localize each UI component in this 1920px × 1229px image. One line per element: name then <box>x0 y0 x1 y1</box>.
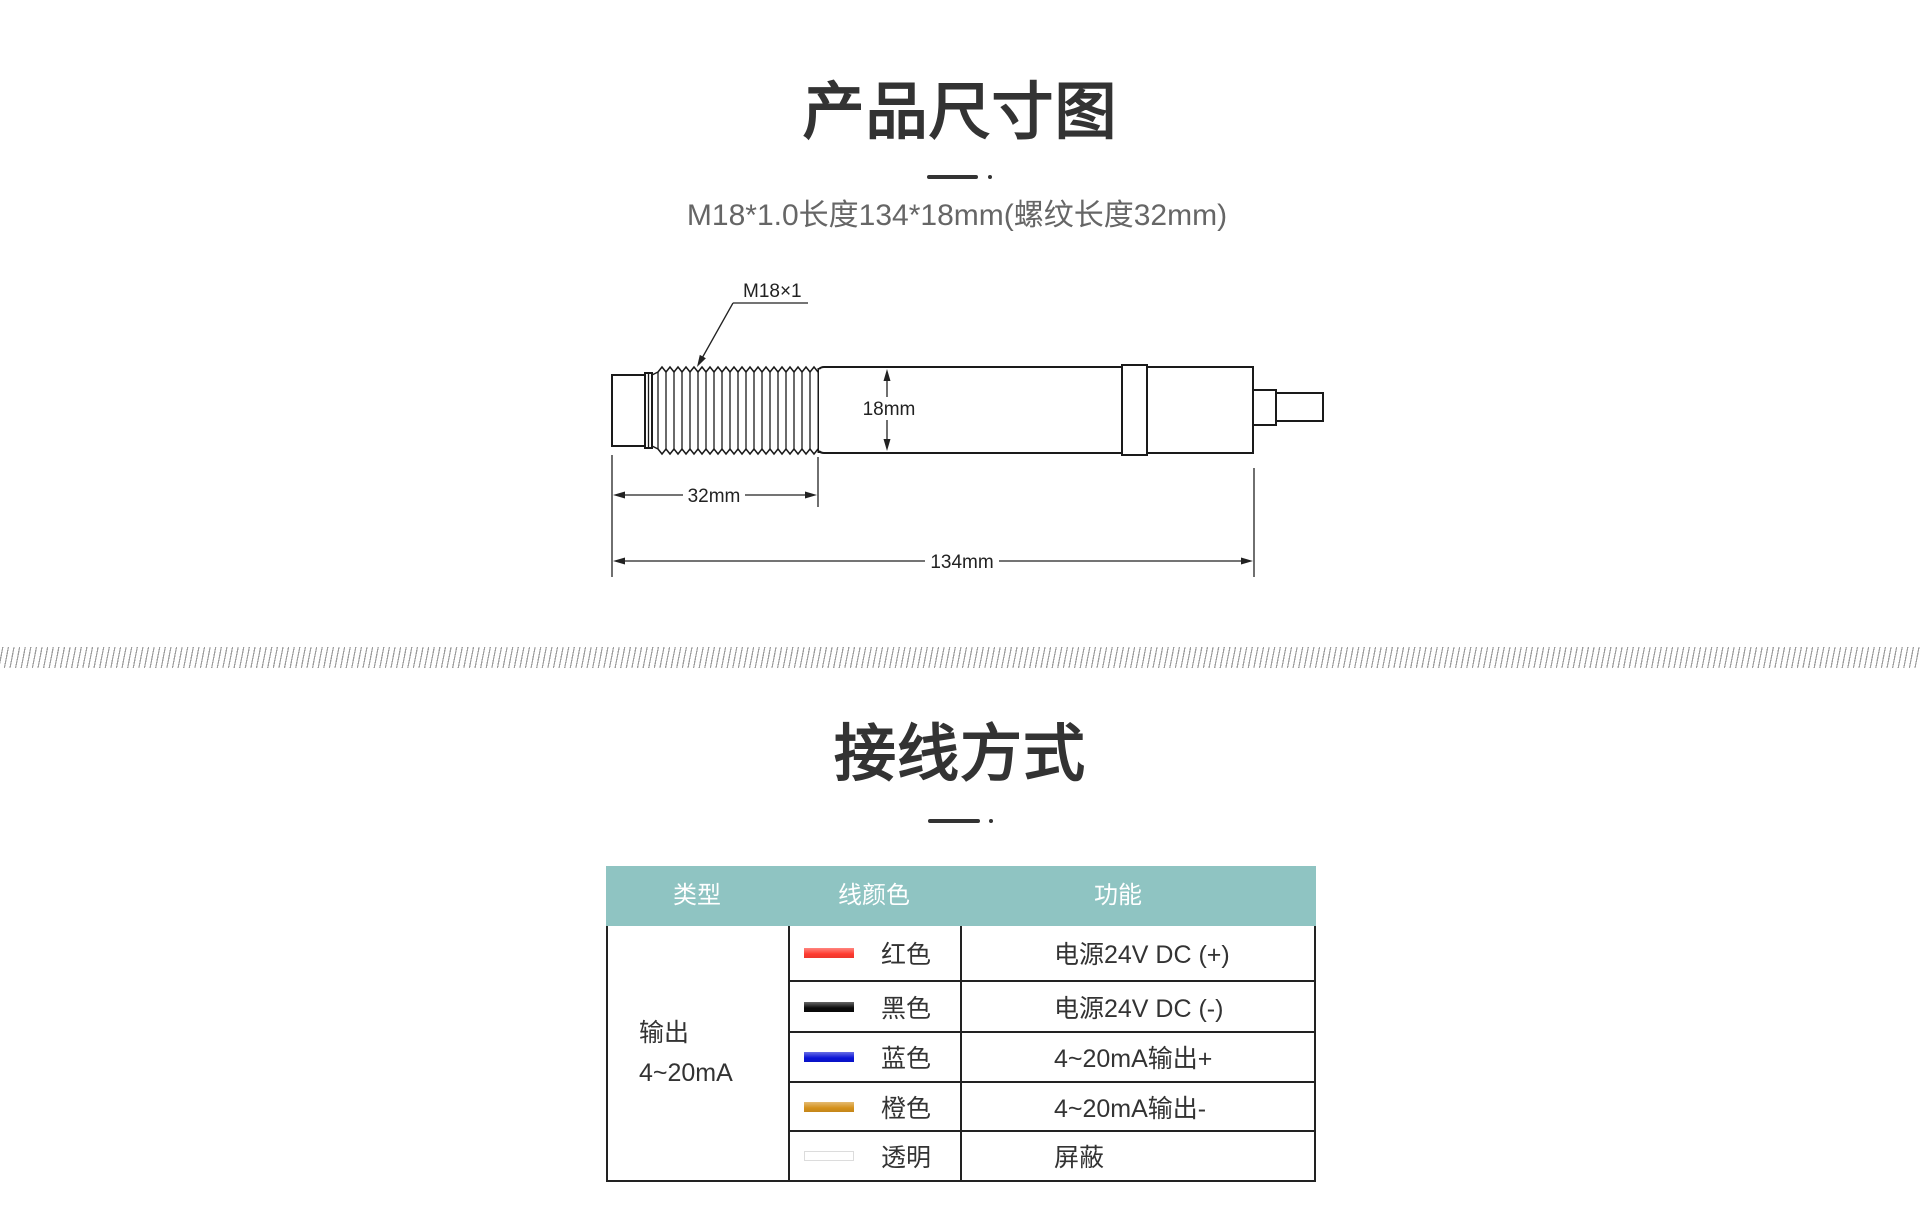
wire-color-cell: 透明 <box>788 1132 960 1180</box>
function-cell: 电源24V DC (-) <box>960 982 1314 1033</box>
wire-color-cell: 蓝色 <box>788 1033 960 1083</box>
header-type: 类型 <box>673 882 721 909</box>
sensor-dimension-drawing: M18×1 18mm 32mm 134mm <box>611 281 1324 577</box>
wiring-table-body: 输出 4~20mA 红色 电源24V DC (+) 黑色 电源24V DC (-… <box>606 926 1316 1182</box>
arrow-left-icon <box>613 491 625 499</box>
type-line-1: 输出 <box>639 1019 690 1047</box>
probe-tip <box>611 374 646 447</box>
function-text: 屏蔽 <box>1054 1144 1105 1172</box>
title-divider-bar <box>927 175 978 179</box>
type-cell: 输出 4~20mA <box>608 926 788 1180</box>
function-cell: 4~20mA输出+ <box>960 1033 1314 1083</box>
dimension-lines <box>611 302 1255 577</box>
wire-color-cell: 橙色 <box>788 1083 960 1132</box>
wire-color-name: 红色 <box>881 941 932 969</box>
thread-length-label: 32mm <box>688 486 741 507</box>
diameter-label: 18mm <box>863 399 916 420</box>
clear-wire-swatch-icon <box>804 1151 854 1161</box>
wire-color-cell: 黑色 <box>788 982 960 1033</box>
wiring-table-header: 类型 线颜色 功能 <box>606 866 1316 926</box>
dimensions-subtitle: M18*1.0长度134*18mm(螺纹长度32mm) <box>686 199 1228 232</box>
function-text: 4~20mA输出+ <box>1054 1045 1213 1073</box>
black-wire-swatch-icon <box>804 1001 854 1012</box>
total-length-label: 134mm <box>930 552 993 573</box>
header-wire-color: 线颜色 <box>838 882 910 909</box>
orange-wire-swatch-icon <box>804 1101 854 1112</box>
blue-wire-swatch-icon <box>804 1052 854 1062</box>
function-cell: 4~20mA输出- <box>960 1083 1314 1132</box>
arrow-right-icon <box>1241 557 1253 565</box>
function-text: 电源24V DC (+) <box>1054 941 1230 969</box>
cable-stub <box>1275 392 1324 422</box>
dimensions-title: 产品尺寸图 <box>802 78 1118 147</box>
title-divider-dot <box>988 175 992 179</box>
arrow-down-icon <box>883 439 891 451</box>
function-text: 电源24V DC (-) <box>1054 994 1224 1023</box>
wiring-title: 接线方式 <box>833 720 1086 789</box>
leader-arrow-icon <box>697 354 706 367</box>
title-divider-dot <box>989 819 993 823</box>
sensor-outline <box>611 364 1324 456</box>
wire-color-name: 黑色 <box>881 994 932 1023</box>
function-cell: 电源24V DC (+) <box>960 926 1314 982</box>
header-function: 功能 <box>1094 882 1142 909</box>
arrow-up-icon <box>883 369 891 381</box>
striped-separator <box>0 647 1920 668</box>
title-divider-bar <box>928 819 980 823</box>
wire-color-cell: 红色 <box>788 926 960 982</box>
cable-gland <box>1252 389 1277 426</box>
function-cell: 屏蔽 <box>960 1132 1314 1180</box>
arrowheads <box>613 354 1253 565</box>
arrow-left-icon <box>613 557 625 565</box>
wire-color-name: 橙色 <box>881 1094 932 1123</box>
function-text: 4~20mA输出- <box>1054 1094 1207 1123</box>
wire-color-name: 透明 <box>881 1144 932 1172</box>
type-line-2: 4~20mA <box>639 1059 733 1087</box>
thread-spec-label: M18×1 <box>743 281 802 302</box>
red-wire-swatch-icon <box>804 948 854 958</box>
arrow-right-icon <box>805 491 817 499</box>
wire-color-name: 蓝色 <box>881 1045 932 1073</box>
thread-section <box>657 365 821 456</box>
collar-band <box>1121 364 1148 456</box>
